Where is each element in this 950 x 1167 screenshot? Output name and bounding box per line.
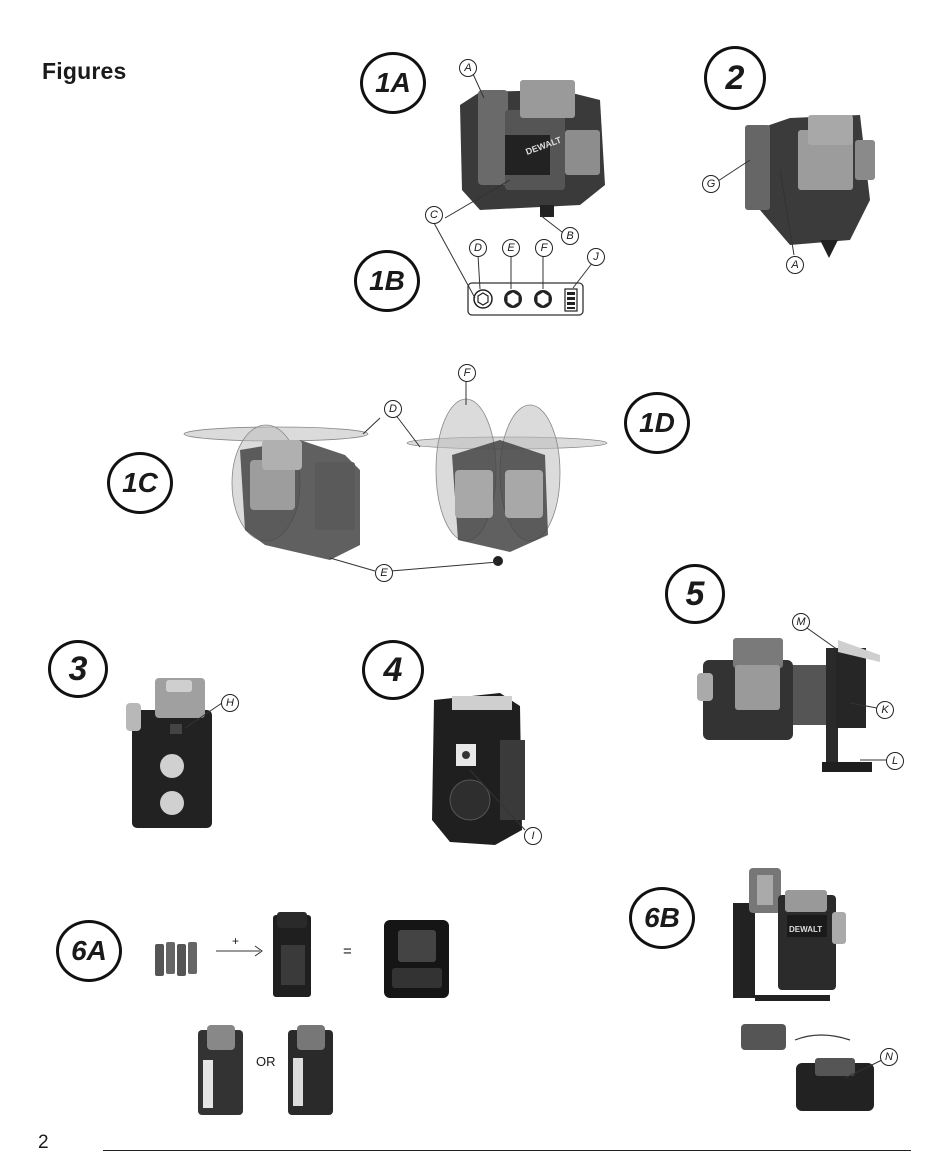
fig2-laser-device [745,115,875,258]
figure-2-badge: 2 [704,46,766,110]
fig5-mounted-device [697,638,880,772]
fig6a-battery-holder [273,912,311,997]
fig1d-laser-planes [407,399,607,566]
fig6a-battery-option-1 [198,1025,243,1115]
callout-a-fig2: A [786,256,804,274]
callout-n: N [880,1048,898,1066]
callout-b: B [561,227,579,245]
fig6a-battery-pack [384,920,449,998]
fig6a-aa-batteries [155,942,197,976]
callout-m: M [792,613,810,631]
callout-c: C [425,206,443,224]
callout-e-fig1c: E [375,564,393,582]
fig1b-control-panel [468,283,583,315]
figure-1c-badge: 1C [107,452,173,514]
fig1c-laser-planes [184,425,368,560]
fig4-bracket [432,693,525,845]
fig6a-battery-option-2 [288,1025,333,1115]
callout-g: G [702,175,720,193]
callout-j: J [587,248,605,266]
figure-1b-badge: 1B [354,250,420,312]
callout-e-fig1b: E [502,239,520,257]
figure-1d-badge: 1D [624,392,690,454]
callout-d-fig1b: D [469,239,487,257]
fig3-rear-view [126,678,212,828]
callout-l: L [886,752,904,770]
plus-symbol: + [232,934,239,948]
figure-6a-badge: 6A [56,920,122,982]
figure-4-badge: 4 [362,640,424,700]
figure-1a-badge: 1A [360,52,426,114]
callout-i: I [524,827,542,845]
footer-rule [103,1150,911,1151]
figure-3-badge: 3 [48,640,108,698]
callout-a-fig1a: A [459,59,477,77]
callout-f-fig1d: F [458,364,476,382]
svg-text:DEWALT: DEWALT [789,925,822,934]
figure-5-badge: 5 [665,564,725,624]
callout-k: K [876,701,894,719]
figure-6b-badge: 6B [629,887,695,949]
or-label: OR [256,1054,276,1069]
equals-symbol: = [343,943,352,960]
callout-f-fig1b: F [535,239,553,257]
page-number: 2 [38,1132,49,1154]
callout-d-fig1c: D [384,400,402,418]
callout-h: H [221,694,239,712]
